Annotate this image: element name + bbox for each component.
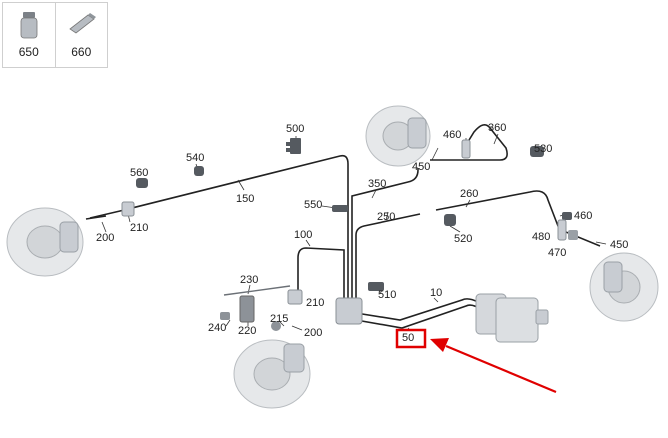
callout-200-rear[interactable]: 200 bbox=[304, 327, 322, 339]
brake-fluid-bottle-icon bbox=[20, 12, 38, 39]
brake-hose-220[interactable] bbox=[239, 295, 255, 323]
distributor-block[interactable] bbox=[335, 297, 363, 325]
line-230[interactable] bbox=[223, 285, 291, 296]
brake-line-100[interactable] bbox=[297, 247, 345, 320]
brake-disc-front-right[interactable] bbox=[365, 105, 431, 167]
clip-520[interactable] bbox=[444, 214, 456, 226]
bolt-215[interactable] bbox=[271, 321, 281, 331]
clip-560[interactable] bbox=[136, 178, 148, 188]
callout-480[interactable]: 480 bbox=[532, 231, 550, 243]
brake-line-350[interactable] bbox=[351, 168, 419, 320]
bracket-210-front[interactable] bbox=[121, 201, 135, 217]
callout-530[interactable]: 530 bbox=[534, 143, 552, 155]
callout-460-front[interactable]: 460 bbox=[443, 129, 461, 141]
callout-10[interactable]: 10 bbox=[430, 287, 442, 299]
callout-215[interactable]: 215 bbox=[270, 313, 288, 325]
callout-460-rear[interactable]: 460 bbox=[574, 210, 592, 222]
brake-disc-rear-right[interactable] bbox=[589, 252, 659, 322]
brake-line-250[interactable] bbox=[355, 213, 421, 320]
brake-disc-front-left[interactable] bbox=[6, 207, 84, 277]
callout-210-rear[interactable]: 210 bbox=[306, 297, 324, 309]
callout-labels: 500 460 360 530 450 560 540 150 350 260 … bbox=[96, 122, 628, 344]
callout-200-front[interactable]: 200 bbox=[96, 232, 114, 244]
brake-disc-rear-left[interactable] bbox=[233, 339, 311, 409]
callout-540[interactable]: 540 bbox=[186, 152, 204, 164]
callout-560[interactable]: 560 bbox=[130, 167, 148, 179]
clip-540[interactable] bbox=[194, 166, 204, 176]
callout-350[interactable]: 350 bbox=[368, 178, 386, 190]
clip-530[interactable] bbox=[530, 146, 544, 157]
brake-hose-460-rear[interactable] bbox=[557, 212, 572, 241]
bleeder-valve-icon bbox=[68, 13, 96, 34]
brake-line-360[interactable] bbox=[430, 124, 508, 161]
brake-hose-460-front[interactable] bbox=[461, 139, 471, 159]
brake-hose-bracket-500[interactable] bbox=[286, 138, 301, 154]
callout-450-front[interactable]: 450 bbox=[412, 161, 430, 173]
fitting-240[interactable] bbox=[220, 312, 230, 320]
bracket-480-470[interactable] bbox=[568, 230, 578, 240]
arrow-head-icon bbox=[430, 338, 449, 352]
callout-470[interactable]: 470 bbox=[548, 247, 566, 259]
callout-450-rear[interactable]: 450 bbox=[610, 239, 628, 251]
callout-220[interactable]: 220 bbox=[238, 325, 256, 337]
callout-100[interactable]: 100 bbox=[294, 229, 312, 241]
callout-210-front[interactable]: 210 bbox=[130, 222, 148, 234]
callout-360[interactable]: 360 bbox=[488, 122, 506, 134]
callout-50[interactable]: 50 bbox=[402, 332, 414, 344]
brake-lines bbox=[85, 124, 601, 329]
highlight-arrow bbox=[445, 344, 557, 394]
legend-label-660: 660 bbox=[71, 45, 92, 59]
brake-line-150[interactable] bbox=[89, 154, 349, 320]
callout-230[interactable]: 230 bbox=[240, 274, 258, 286]
callout-510[interactable]: 510 bbox=[378, 289, 396, 301]
brake-line-200-front[interactable] bbox=[85, 215, 107, 220]
bracket-210-rear[interactable] bbox=[287, 289, 303, 305]
clip-510[interactable] bbox=[368, 282, 384, 291]
brake-line-10[interactable] bbox=[355, 298, 479, 321]
callout-250[interactable]: 250 bbox=[377, 211, 395, 223]
highlight-box bbox=[395, 328, 427, 349]
callout-500[interactable]: 500 bbox=[286, 123, 304, 135]
brake-master-cylinder[interactable] bbox=[475, 293, 549, 343]
clip-550[interactable] bbox=[332, 205, 348, 212]
callout-550[interactable]: 550 bbox=[304, 199, 322, 211]
accessory-legend: 650 660 bbox=[2, 2, 108, 68]
legend-label-650: 650 bbox=[18, 45, 39, 59]
callout-520[interactable]: 520 bbox=[454, 233, 472, 245]
highlight-annotation bbox=[395, 328, 557, 394]
callout-240[interactable]: 240 bbox=[208, 322, 226, 334]
callout-260[interactable]: 260 bbox=[460, 188, 478, 200]
legend-item-660[interactable]: 660 bbox=[56, 3, 108, 67]
callout-150[interactable]: 150 bbox=[236, 193, 254, 205]
legend-item-650[interactable]: 650 bbox=[3, 3, 56, 67]
